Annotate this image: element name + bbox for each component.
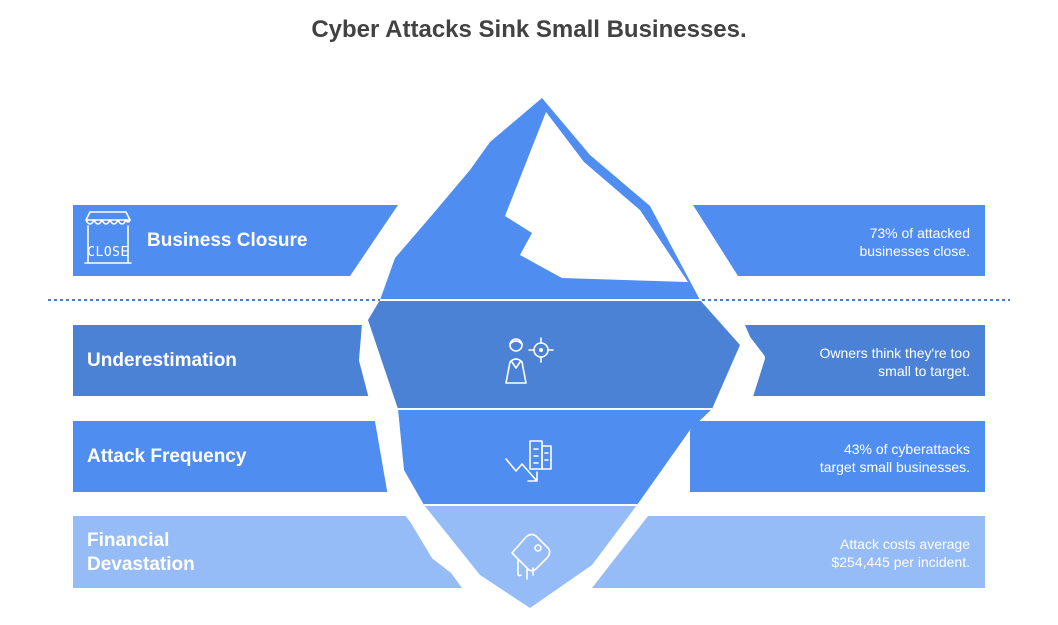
iceberg-segment-underestimation [368,300,740,409]
level-description-financial-devastation: Attack costs average $254,445 per incide… [831,536,970,570]
level-label-attack-frequency: Attack Frequency [87,446,247,467]
band-right-underestimation [745,325,985,396]
person-target-icon [505,337,554,384]
level-description-underestimation: Owners think they're too small to target… [819,345,970,379]
band-right-financial-devastation [592,516,985,588]
diagram-title: Cyber Attacks Sink Small Businesses. [311,16,747,43]
level-description-business-closure: 73% of attacked businesses close. [859,225,970,259]
band-left-business-closure [73,205,398,276]
band-attack-frequency [73,421,985,492]
band-business-closure [73,205,985,276]
band-underestimation [73,325,985,396]
band-left-financial-devastation [73,516,462,588]
iceberg-segment-financial-devastation [424,505,637,608]
band-right-business-closure [693,205,985,276]
closed-shop-icon-text: CLOSE [87,245,129,260]
closed-shop-icon [84,211,132,264]
iceberg-snowcap [505,112,688,282]
band-right-attack-frequency [690,421,985,492]
iceberg-segment-attack-frequency [398,409,712,505]
dripping-wallet-icon [511,533,551,580]
level-label-underestimation: Underestimation [87,350,237,371]
level-description-attack-frequency: 43% of cyberattacks target small busines… [819,441,970,475]
band-financial-devastation [73,516,985,588]
level-label-business-closure: Business Closure [147,230,308,251]
band-left-underestimation [73,325,373,396]
falling-arrow-building-icon [505,440,552,482]
level-label-financial-devastation: Financial Devastation [87,530,195,575]
band-left-attack-frequency [73,421,391,492]
